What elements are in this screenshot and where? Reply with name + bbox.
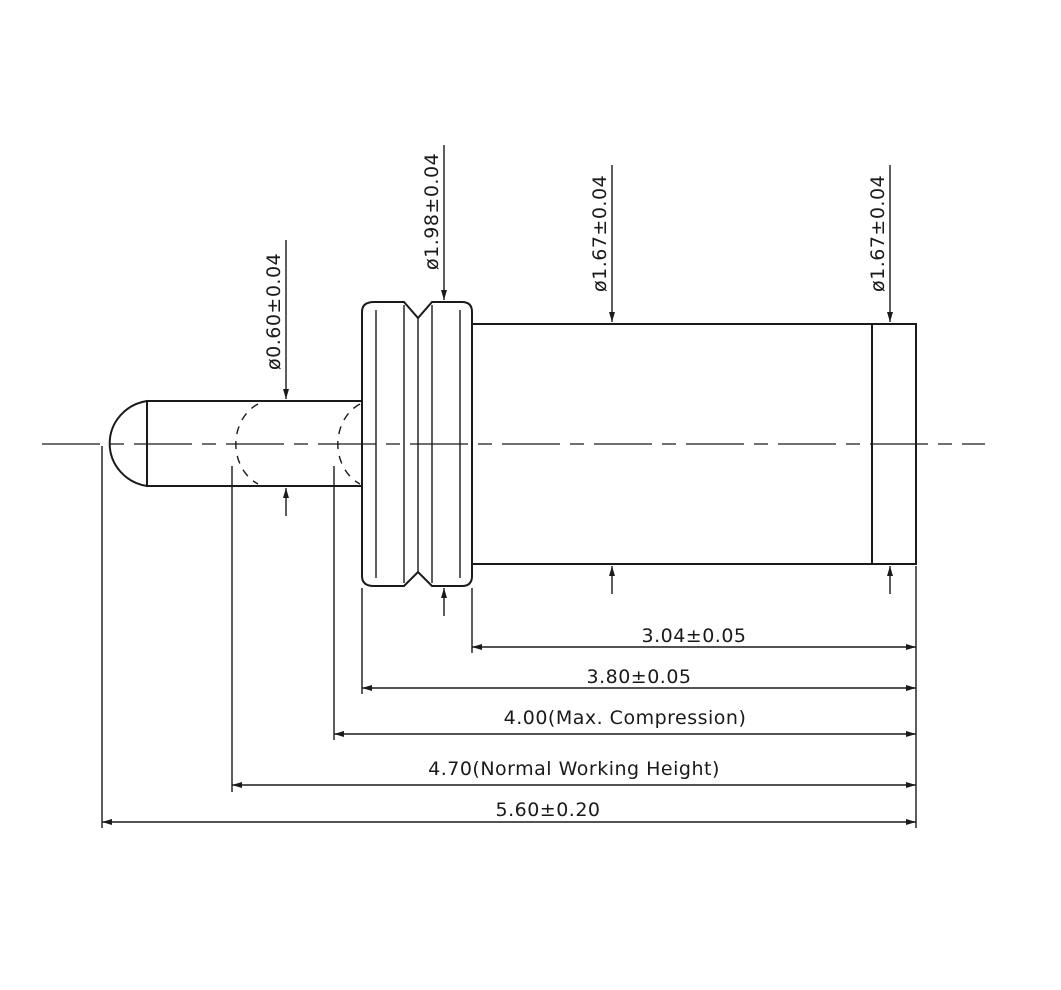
extension-lines [101, 446, 917, 828]
plunger-tip [108, 399, 363, 488]
dim-collar-diameter: ø1.98±0.04 [421, 153, 443, 270]
dim-working-height: 4.70(Normal Working Height) [428, 758, 720, 780]
dim-barrel-diameter: ø1.67±0.04 [589, 175, 611, 292]
diameter-callouts [283, 145, 893, 616]
dim-end-diameter: ø1.67±0.04 [867, 175, 889, 292]
collar [361, 301, 473, 587]
length-dimension-lines [102, 644, 916, 825]
barrel [471, 323, 917, 565]
dim-barrel-length: 3.04±0.05 [641, 625, 746, 647]
dim-collar-to-end-length: 3.80±0.05 [586, 666, 691, 688]
dim-overall-length: 5.60±0.20 [495, 799, 600, 821]
dim-max-compression: 4.00(Max. Compression) [504, 707, 747, 729]
dim-tip-diameter: ø0.60±0.04 [263, 253, 285, 370]
